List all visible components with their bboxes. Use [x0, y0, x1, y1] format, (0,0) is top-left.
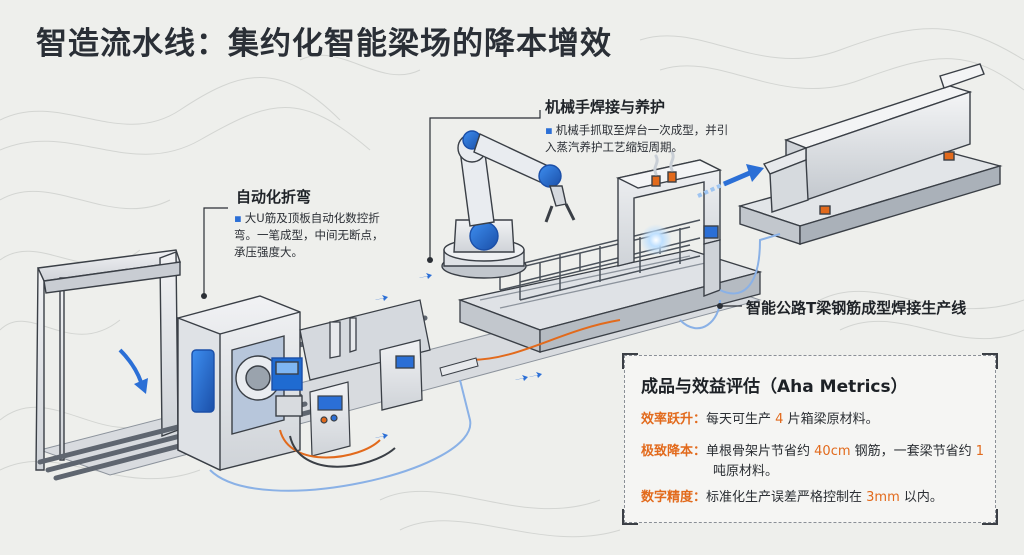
bending-machine — [177, 295, 303, 472]
metrics-panel: 成品与效益评估（Aha Metrics） 效率跃升：每天可生产 4 片箱梁原材料… — [622, 353, 998, 525]
metric-text: 单根骨架片节省约 — [706, 444, 815, 459]
bending-gantry — [35, 249, 181, 471]
steam-icon — [653, 150, 675, 176]
bullet-icon: ▪ — [234, 211, 242, 225]
metric-label: 极致降本： — [641, 444, 707, 459]
metrics-title: 成品与效益评估（Aha Metrics） — [641, 377, 908, 397]
control-panel-icon — [309, 381, 351, 457]
corner-bracket — [622, 353, 638, 369]
metric-value: 3mm — [866, 490, 900, 505]
metric-text: 片箱梁原材料。 — [783, 412, 879, 427]
corner-bracket — [622, 509, 638, 525]
callout-bending-title: 自动化折弯 — [236, 188, 312, 206]
metric-value: 40cm — [814, 444, 851, 459]
flow-arrow-icon — [375, 273, 542, 439]
down-arrow-icon — [118, 348, 148, 394]
page-title: 智造流水线：集约化智能梁场的降本增效 — [36, 26, 612, 62]
finished-t-beam — [737, 63, 1003, 245]
bullet-icon: ▪ — [545, 123, 553, 137]
conveyor — [299, 299, 431, 411]
metric-row-precision: 数字精度：标准化生产误差严格控制在 3mm 以内。 — [641, 488, 989, 508]
metric-text: 每天可生产 — [706, 412, 776, 427]
metric-label: 数字精度： — [641, 490, 707, 505]
callout-bending-body: ▪大U筋及顶板自动化数控折弯。一笔成型，中间无断点，承压强度大。 — [234, 210, 394, 261]
callout-welding-title: 机械手焊接与养护 — [545, 98, 666, 116]
callout-bending-text: 大U筋及顶板自动化数控折弯。一笔成型，中间无断点，承压强度大。 — [234, 211, 384, 259]
callout-welding-text: 机械手抓取至焊台一次成型，并引入蒸汽养护工艺缩短周期。 — [545, 123, 729, 154]
metric-value: 1 — [975, 444, 985, 459]
metric-label: 效率跃升： — [641, 412, 707, 427]
metric-row-efficiency: 效率跃升：每天可生产 4 片箱梁原材料。 — [641, 410, 989, 430]
corner-bracket — [982, 353, 998, 369]
callout-leaders — [203, 110, 742, 307]
metric-text: 钢筋，一套梁节省约 — [850, 444, 976, 459]
metric-row-cost: 极致降本：单根骨架片节省约 40cm 钢筋，一套梁节省约 1 吨原材料。 — [641, 442, 989, 482]
metric-value: 4 — [775, 412, 784, 427]
flow-arrow-icon — [697, 164, 764, 198]
metric-text: 以内。 — [899, 490, 943, 505]
metric-text: 吨原材料。 — [713, 464, 779, 479]
callout-line-title: 智能公路T梁钢筋成型焊接生产线 — [746, 299, 967, 317]
robot-arm-icon — [441, 130, 576, 279]
metric-text: 标准化生产误差严格控制在 — [706, 490, 867, 505]
callout-welding-body: ▪机械手抓取至焊台一次成型，并引入蒸汽养护工艺缩短周期。 — [545, 122, 735, 156]
weld-spark — [640, 224, 672, 256]
corner-bracket — [982, 509, 998, 525]
